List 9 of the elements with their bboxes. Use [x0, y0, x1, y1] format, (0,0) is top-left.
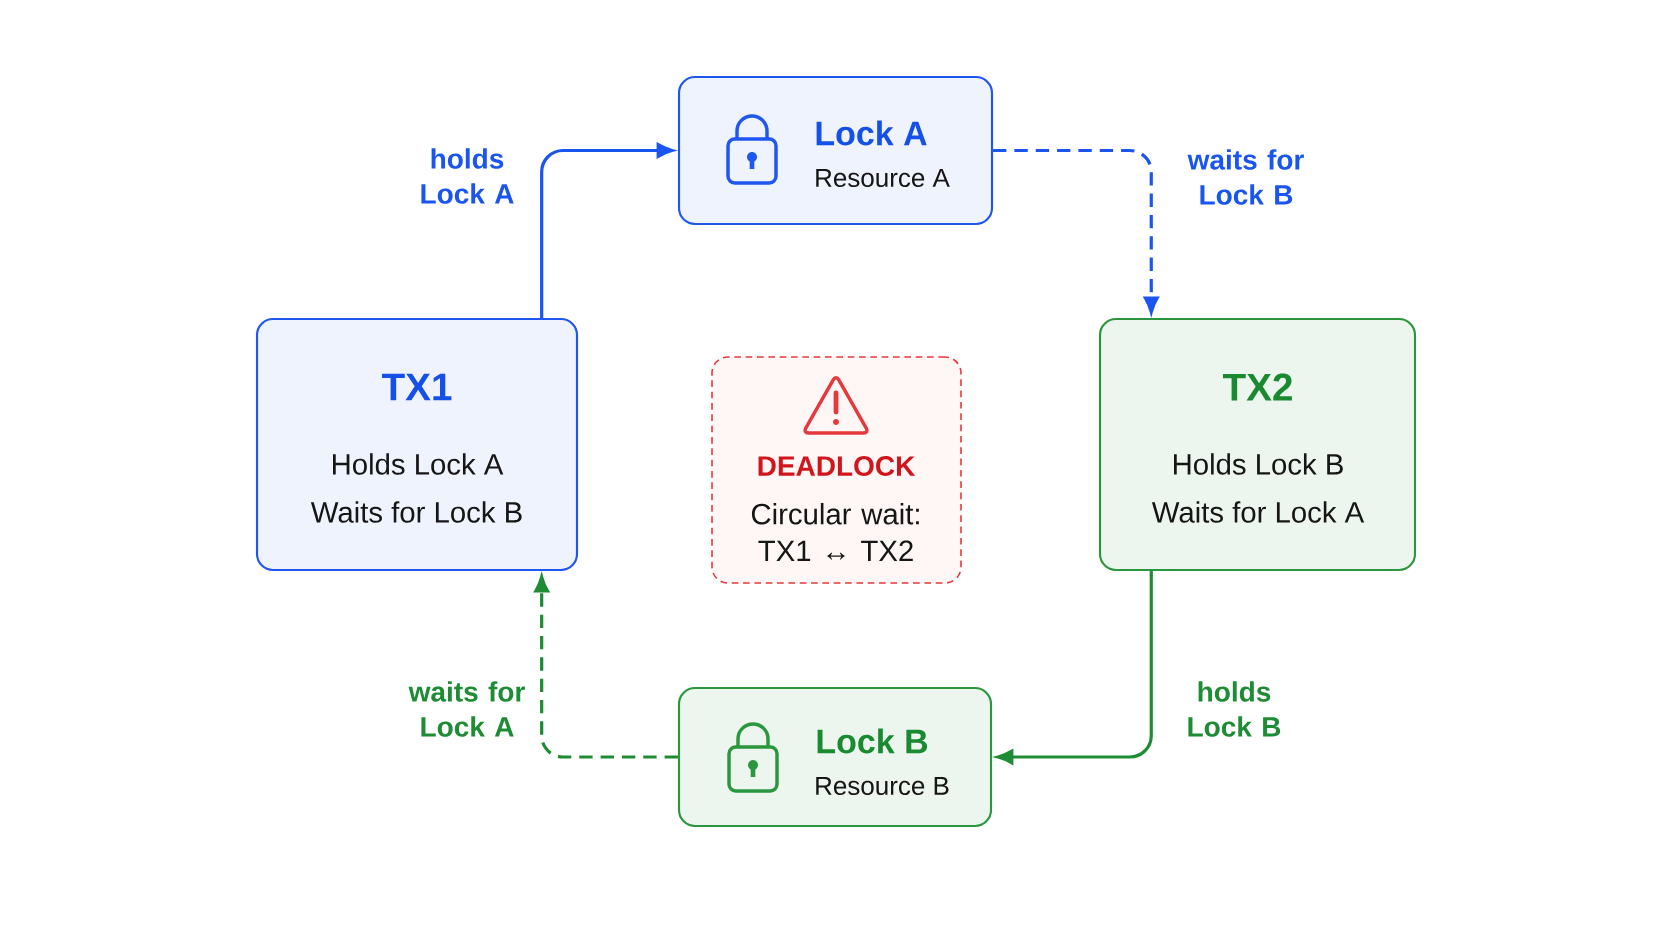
resource-box: Lock B Resource B: [677, 686, 993, 828]
resource-box: Lock A Resource A: [677, 75, 994, 226]
transaction-box: TX1 Holds Lock A Waits for Lock B: [255, 317, 579, 572]
transaction-box: TX2 Holds Lock B Waits for Lock A: [1098, 317, 1417, 572]
edge-label: waits for Lock B: [1187, 149, 1304, 205]
edge-label: holds Lock A: [421, 148, 514, 204]
alert-box: DEADLOCK Circular wait: TX1 ↔ TX2: [711, 356, 962, 584]
edge-label: holds Lock B: [1188, 681, 1281, 737]
edge-label: waits for Lock A: [408, 681, 525, 737]
